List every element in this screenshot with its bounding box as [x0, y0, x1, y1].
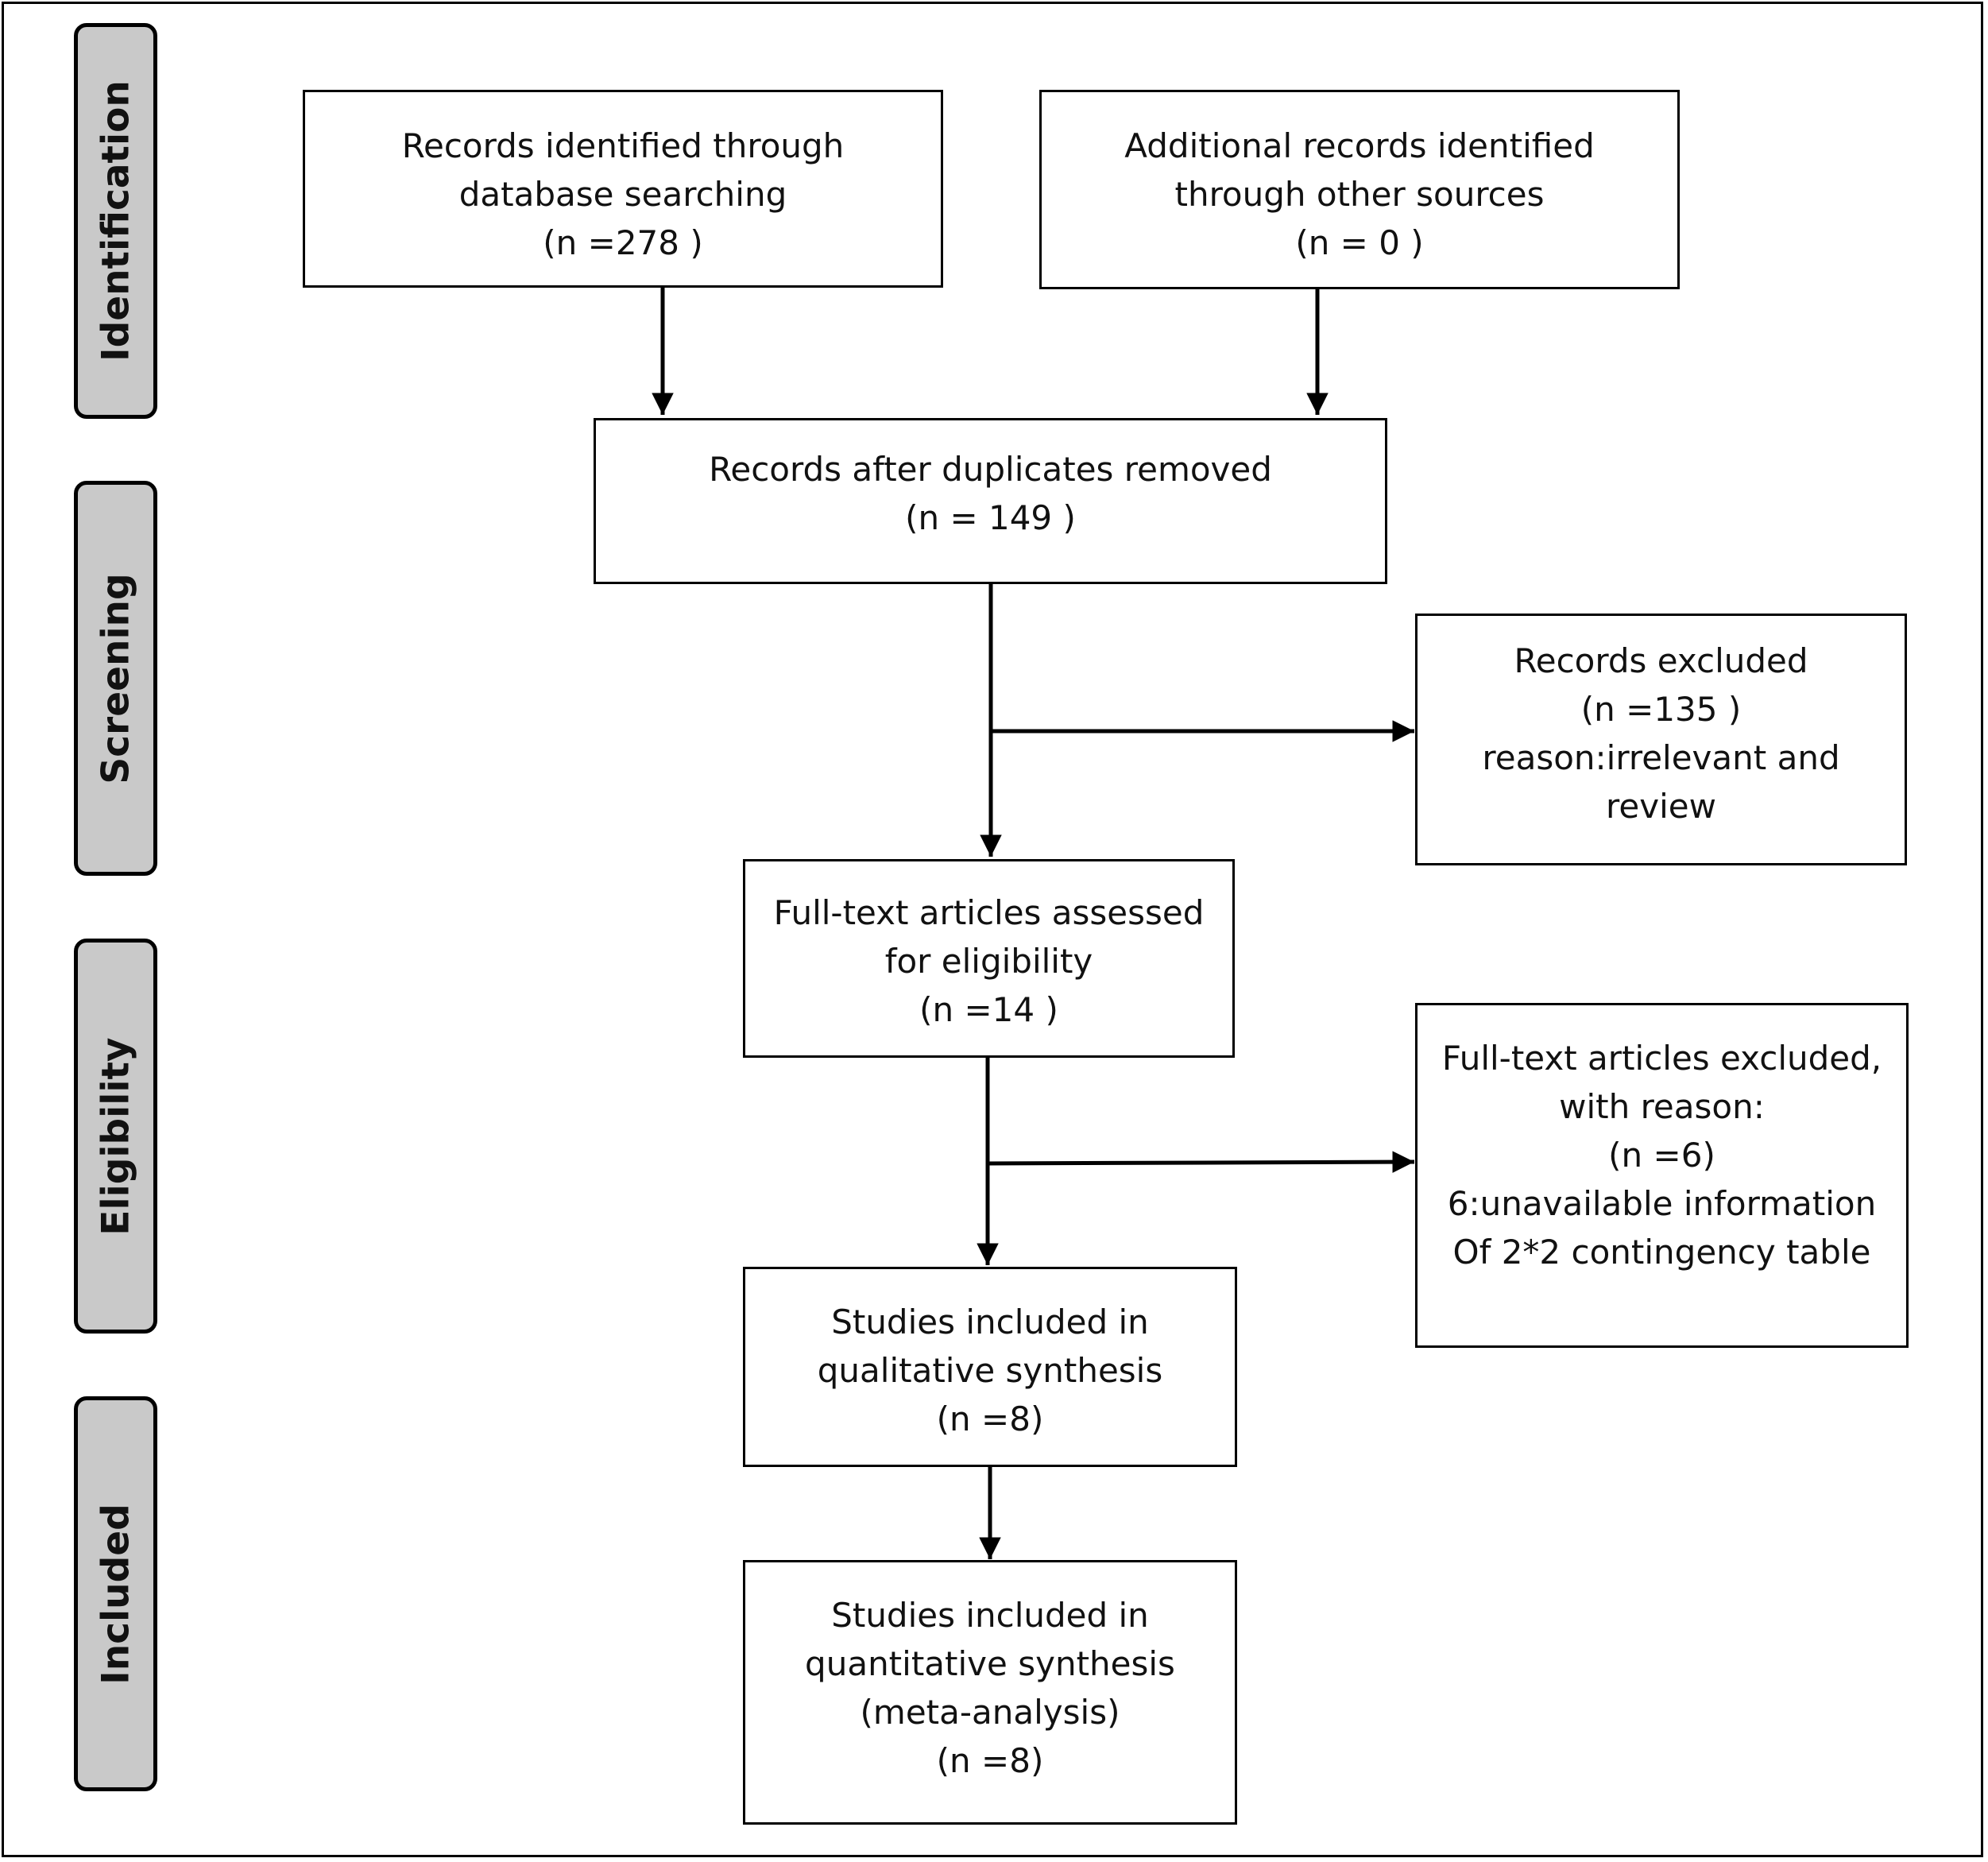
phase-identification: Identification	[74, 23, 157, 419]
quantitative-line2: quantitative synthesis	[805, 1644, 1175, 1683]
phase-eligibility: Eligibility	[74, 939, 157, 1334]
fulltext-assessed-line1: Full-text articles assessed	[773, 893, 1205, 932]
fulltext-excluded-line2: with reason:	[1559, 1087, 1765, 1126]
records-excluded-count: (n =135 )	[1580, 690, 1742, 729]
box-quantitative-synthesis: Studies included in quantitative synthes…	[743, 1560, 1237, 1825]
records-excluded-line3: review	[1606, 787, 1716, 826]
phase-screening: Screening	[74, 481, 157, 876]
after-duplicates-line1: Records after duplicates removed	[709, 450, 1272, 489]
qualitative-line2: qualitative synthesis	[817, 1351, 1163, 1390]
after-duplicates-count: (n = 149 )	[905, 498, 1076, 537]
records-identified-count: (n =278 )	[543, 223, 703, 262]
box-qualitative-synthesis: Studies included in qualitative synthesi…	[743, 1267, 1237, 1467]
box-after-duplicates: Records after duplicates removed (n = 14…	[594, 418, 1387, 584]
fulltext-assessed-line2: for eligibility	[884, 942, 1093, 981]
box-fulltext-excluded: Full-text articles excluded, with reason…	[1415, 1003, 1909, 1348]
additional-records-count: (n = 0 )	[1295, 223, 1424, 262]
fulltext-excluded-line4: Of 2*2 contingency table	[1452, 1233, 1871, 1272]
fulltext-excluded-line3: 6:unavailable information	[1447, 1184, 1877, 1223]
additional-records-line2: through other sources	[1174, 175, 1545, 214]
quantitative-count: (n =8)	[936, 1741, 1044, 1780]
arrow-to-fulltext-excluded	[987, 1151, 1415, 1173]
records-identified-line2: database searching	[458, 175, 787, 214]
qualitative-line1: Studies included in	[831, 1303, 1149, 1341]
fulltext-assessed-count: (n =14 )	[919, 990, 1058, 1029]
box-records-identified: Records identified through database sear…	[303, 90, 943, 288]
box-records-excluded: Records excluded (n =135 ) reason:irrele…	[1415, 614, 1907, 865]
quantitative-line3: (meta-analysis)	[860, 1693, 1120, 1732]
box-additional-records: Additional records identified through ot…	[1039, 90, 1680, 289]
fulltext-excluded-line1: Full-text articles excluded,	[1441, 1039, 1882, 1078]
fulltext-excluded-count: (n =6)	[1608, 1136, 1715, 1175]
records-excluded-line2: reason:irrelevant and	[1482, 738, 1840, 777]
qualitative-count: (n =8)	[936, 1399, 1044, 1438]
records-excluded-line1: Records excluded	[1514, 641, 1808, 680]
phase-included: Included	[74, 1396, 157, 1791]
additional-records-line1: Additional records identified	[1124, 126, 1595, 165]
quantitative-line1: Studies included in	[831, 1596, 1149, 1635]
box-fulltext-assessed: Full-text articles assessed for eligibil…	[743, 859, 1235, 1058]
records-identified-line1: Records identified through	[401, 126, 845, 165]
